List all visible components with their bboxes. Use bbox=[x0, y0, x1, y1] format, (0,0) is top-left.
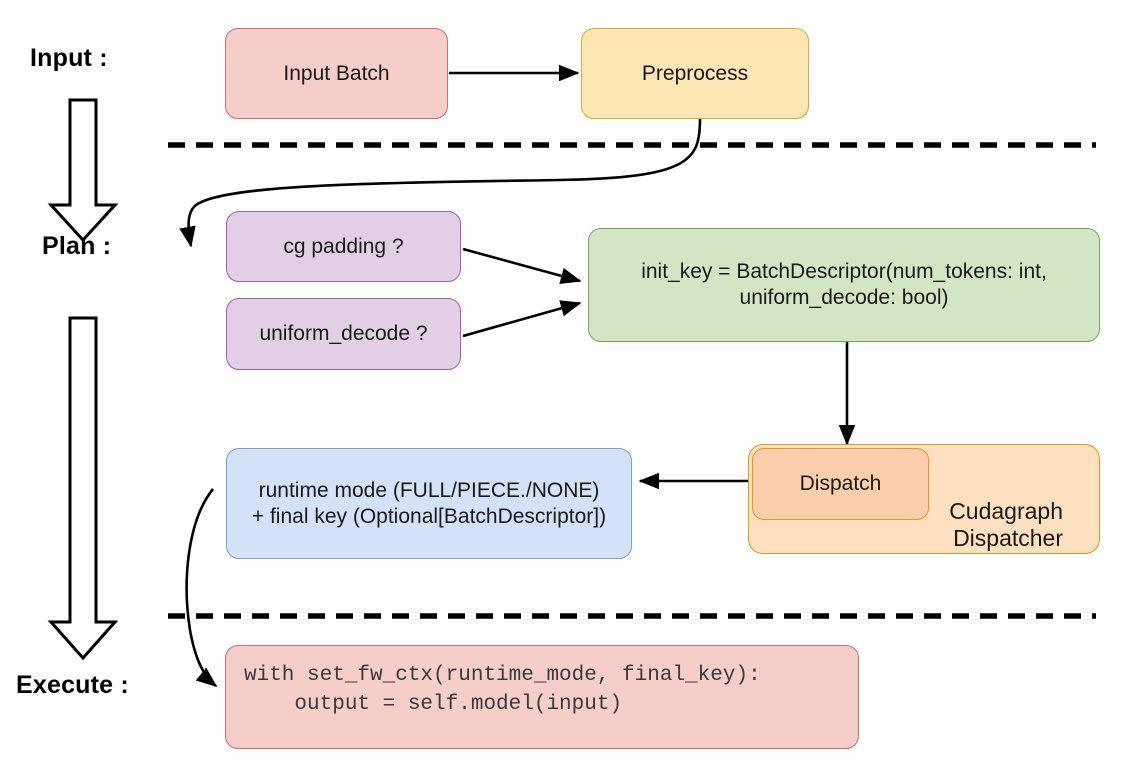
node-init-key[interactable]: init_key = BatchDescriptor(num_tokens: i… bbox=[588, 228, 1100, 342]
node-runtime-mode-line-1: runtime mode (FULL/PIECE./NONE) bbox=[258, 478, 600, 502]
stage-label-execute: Execute : bbox=[16, 671, 129, 699]
code-line-1: with set_fw_ctx(runtime_mode, final_key)… bbox=[244, 664, 761, 687]
node-preprocess[interactable]: Preprocess bbox=[581, 28, 809, 119]
node-cg-padding-label: cg padding ? bbox=[283, 234, 404, 258]
node-init-key-line-1: init_key = BatchDescriptor(num_tokens: i… bbox=[641, 260, 1047, 284]
edge-uniform-decode-to-init-key bbox=[462, 300, 582, 338]
node-input-batch-label: Input Batch bbox=[283, 61, 390, 85]
node-dispatch-label: Dispatch bbox=[799, 472, 882, 496]
stage-label-plan: Plan : bbox=[42, 232, 112, 260]
node-runtime-mode[interactable]: runtime mode (FULL/PIECE./NONE) + final … bbox=[226, 448, 632, 559]
plan-to-execute-arrow bbox=[47, 316, 119, 661]
node-code-block[interactable]: with set_fw_ctx(runtime_mode, final_key)… bbox=[225, 645, 859, 749]
node-input-batch[interactable]: Input Batch bbox=[225, 28, 448, 119]
node-cg-padding[interactable]: cg padding ? bbox=[226, 211, 461, 282]
node-dispatch[interactable]: Dispatch bbox=[752, 448, 929, 520]
node-runtime-mode-line-2: + final key (Optional[BatchDescriptor]) bbox=[251, 504, 607, 528]
node-cudagraph-dispatcher-line-1: Cudagraph bbox=[949, 497, 1063, 524]
node-uniform-decode[interactable]: uniform_decode ? bbox=[226, 298, 461, 370]
input-to-plan-arrow bbox=[47, 98, 119, 243]
node-preprocess-label: Preprocess bbox=[641, 61, 749, 85]
node-cudagraph-dispatcher-line-2: Dispatcher bbox=[953, 525, 1063, 552]
edge-runtime-mode-to-code-block bbox=[185, 488, 218, 688]
node-uniform-decode-label: uniform_decode ? bbox=[259, 322, 428, 346]
node-init-key-line-2: uniform_decode: bool) bbox=[739, 286, 949, 309]
edge-cg-padding-to-init-key bbox=[462, 247, 582, 284]
code-line-2: output = self.model(input) bbox=[244, 692, 623, 716]
stage-label-input: Input : bbox=[30, 44, 108, 72]
